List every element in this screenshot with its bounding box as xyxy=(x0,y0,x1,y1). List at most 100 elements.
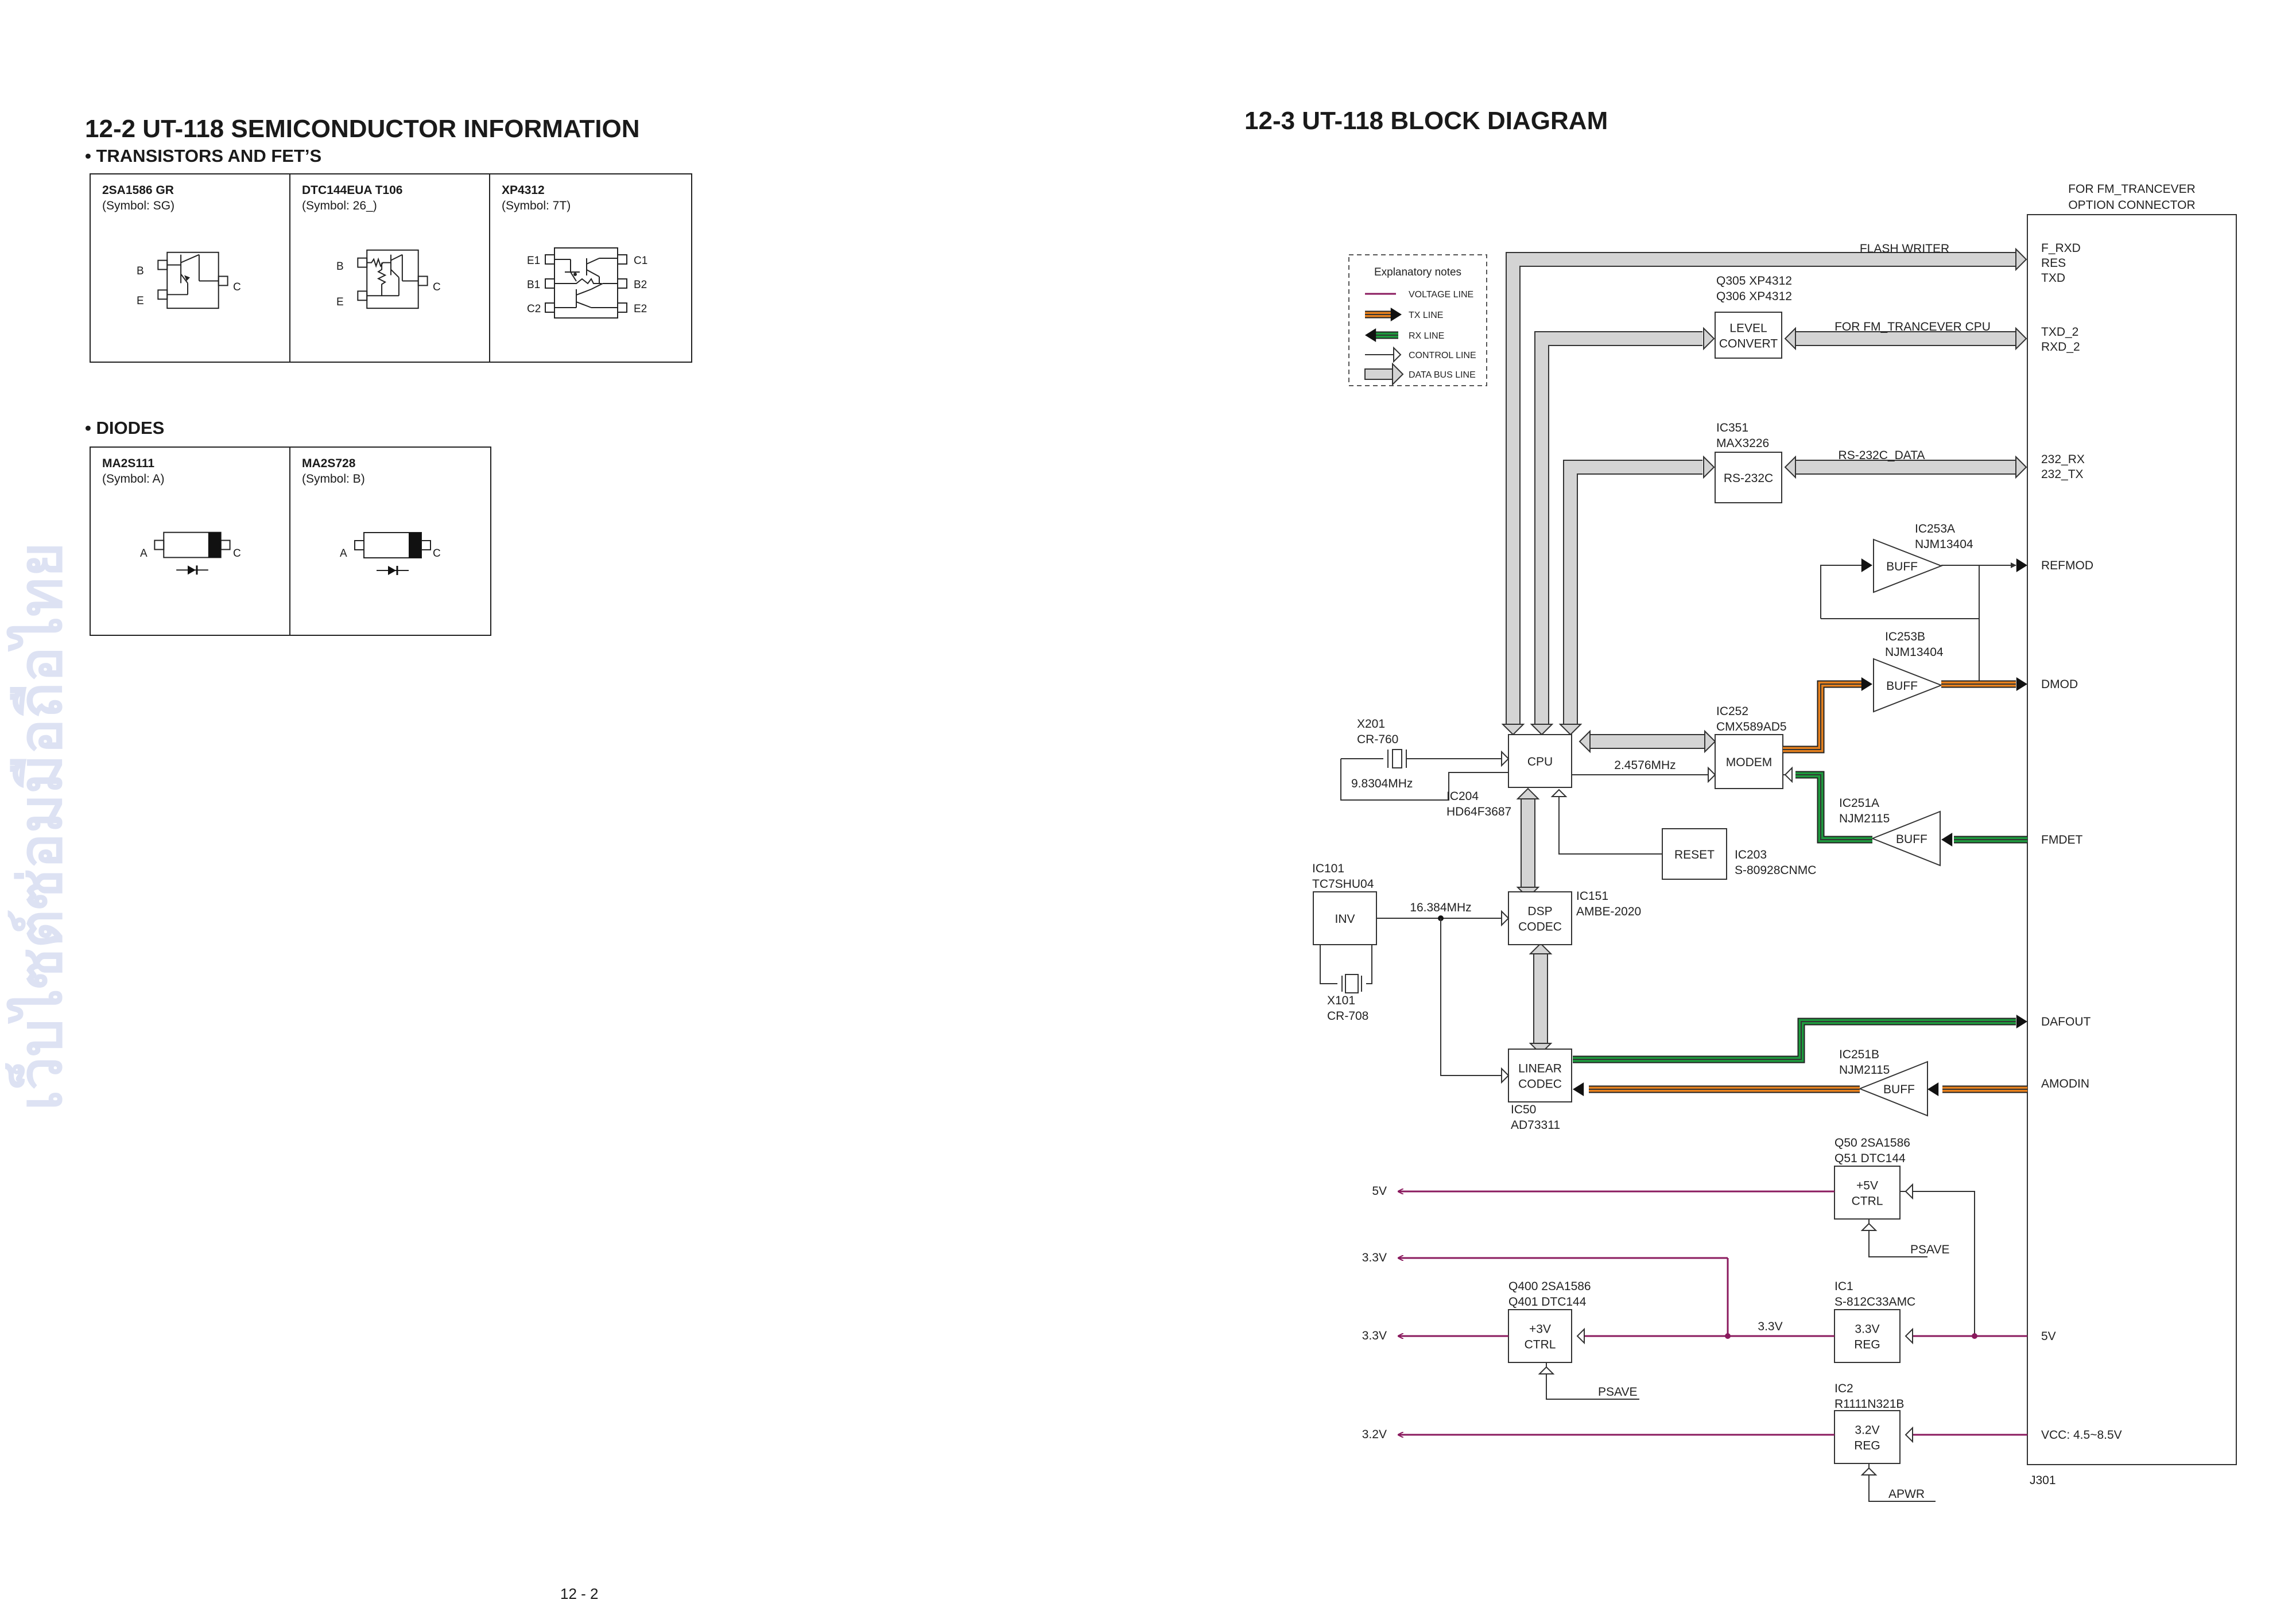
reg32-block-label: 3.2V xyxy=(1855,1424,1879,1437)
x101-ref: X101 xyxy=(1327,994,1355,1007)
cpu-dsp-bus-head-u xyxy=(1516,787,1540,799)
transistor-cell: DTC144EUA T106 (Symbol: 26_) B E C xyxy=(290,174,490,362)
reg33-ref: IC1 xyxy=(1835,1280,1853,1293)
buff-251a-label: BUFF xyxy=(1896,833,1927,846)
pin-c-label: C xyxy=(433,281,441,293)
connector-pin-label: RES xyxy=(2041,257,2066,270)
buff-251a-in-arrow xyxy=(1941,833,1953,847)
part-symbol: (Symbol: 26_) xyxy=(302,199,377,212)
connector-pin-label: RXD_2 xyxy=(2041,340,2080,354)
rail-33v-top-label: 3.3V xyxy=(1362,1251,1387,1264)
modem-block xyxy=(1715,734,1783,789)
part-name: MA2S111 xyxy=(102,457,155,470)
linear-ref: AD73311 xyxy=(1511,1119,1560,1132)
part-symbol: (Symbol: A) xyxy=(102,472,165,486)
pin-b1-label: B1 xyxy=(527,279,541,291)
part-name: XP4312 xyxy=(502,184,545,197)
diode-symbol xyxy=(354,532,431,575)
refmod-arrow xyxy=(2016,558,2027,572)
modem-clk-label: 2.4576MHz xyxy=(1614,759,1676,772)
rail-33v-mid-label: 3.3V xyxy=(1758,1320,1782,1333)
cpu-block-label: CPU xyxy=(1527,755,1553,768)
cpu-modem-bus-head-r xyxy=(1704,729,1716,754)
ctrl3-ref: Q401 DTC144 xyxy=(1508,1295,1587,1309)
pin-e2-label: E2 xyxy=(634,303,647,315)
linear-clk-arrow xyxy=(1501,1067,1510,1084)
fm-cpu-label: FOR FM_TRANCEVER CPU xyxy=(1835,320,1991,333)
x201-ref: X201 xyxy=(1357,717,1385,731)
cpu-ref: HD64F3687 xyxy=(1446,805,1511,818)
rs232c-block-label: RS-232C xyxy=(1724,472,1773,485)
connector-pin-label: TXD xyxy=(2041,271,2065,285)
level-convert-ref: Q305 XP4312 xyxy=(1716,274,1792,288)
page-number: 12 - 2 xyxy=(560,1585,599,1602)
rail-33v-junction xyxy=(1725,1333,1731,1339)
level-convert-block-label: LEVEL xyxy=(1729,322,1767,335)
linear-tx-arrow xyxy=(1573,1082,1584,1096)
connector-header: OPTION CONNECTOR xyxy=(2068,199,2195,212)
modem-rx-line-core xyxy=(1795,774,1872,840)
reg32-ref: R1111N321B xyxy=(1835,1397,1904,1411)
apwr-line xyxy=(1868,1463,1936,1502)
dsp-ref: IC151 xyxy=(1576,890,1608,903)
buff-251a xyxy=(1871,810,1941,867)
apwr-label: APWR xyxy=(1888,1488,1925,1501)
reg32-ref: IC2 xyxy=(1835,1382,1853,1395)
buff-251b-ref: IC251B xyxy=(1839,1048,1879,1061)
ctrl3-in-arrow xyxy=(1576,1327,1585,1345)
pnp-transistor-symbol xyxy=(157,251,228,309)
buff-251a-ref: NJM2115 xyxy=(1839,812,1890,825)
pin-a-label: A xyxy=(340,548,347,560)
inv-ref: IC101 xyxy=(1312,862,1344,875)
part-symbol: (Symbol: B) xyxy=(302,472,365,486)
level-convert-block xyxy=(1715,312,1782,359)
pin-e1-label: E1 xyxy=(527,255,541,267)
buff-a-ref: NJM13404 xyxy=(1915,538,1973,551)
psave-3v-arrow xyxy=(1538,1366,1555,1374)
dafout-rx-line-core xyxy=(1573,1021,2016,1060)
level-convert-bus xyxy=(1535,332,1702,728)
modem-ref: IC252 xyxy=(1716,705,1748,718)
flash-writer-bus-head xyxy=(2015,247,2027,271)
reg33-block xyxy=(1834,1309,1901,1363)
buff-a-in-arrow xyxy=(1861,558,1872,572)
rs232c-block xyxy=(1715,452,1782,503)
dsp-block-label: CODEC xyxy=(1518,921,1562,934)
rs232-data-bus-head-l xyxy=(1784,455,1796,479)
rs232-data-bus-head-r xyxy=(2015,455,2027,479)
fm-cpu-bus-head-l xyxy=(1784,327,1796,351)
connector-pin-label: 5V xyxy=(2041,1330,2056,1343)
buff-251b xyxy=(1858,1061,1928,1117)
cpu-ref: IC204 xyxy=(1446,790,1479,803)
dsp-linear-bus-head-u xyxy=(1529,942,1553,954)
rs232c-ref: MAX3226 xyxy=(1716,437,1769,450)
transistor-table: 2SA1586 GR (Symbol: SG) B E C DTC144EUA … xyxy=(90,173,692,363)
legend-tx-arrow xyxy=(1390,308,1402,321)
legend-item-label: CONTROL LINE xyxy=(1409,351,1476,360)
linear-ref: IC50 xyxy=(1511,1103,1536,1116)
diode-table: MA2S111 (Symbol: A) A C MA2S728 (Symbol:… xyxy=(90,446,491,636)
dmod-arrow xyxy=(2016,677,2027,691)
connector-pin-label: DAFOUT xyxy=(2041,1015,2091,1028)
part-symbol: (Symbol: 7T) xyxy=(502,199,571,212)
buff-b-in-arrow xyxy=(1861,677,1872,691)
legend-box xyxy=(1348,254,1487,386)
ctrl3-block xyxy=(1508,1309,1572,1363)
pin-c2-label: C2 xyxy=(527,303,541,315)
reset-ref: S-80928CNMC xyxy=(1735,864,1816,877)
part-symbol: (Symbol: SG) xyxy=(102,199,175,212)
linear-block-label: LINEAR xyxy=(1518,1062,1562,1075)
legend-bus-line xyxy=(1364,368,1394,380)
pin-c1-label: C1 xyxy=(634,255,648,267)
connector-pin-label: DMOD xyxy=(2041,678,2078,691)
buff-b-label: BUFF xyxy=(1886,680,1918,693)
dafout-arrow xyxy=(2016,1015,2027,1028)
rs232-bus-outline xyxy=(1563,460,1702,728)
psave-3v-line xyxy=(1546,1362,1639,1400)
connector-ref: J301 xyxy=(2030,1474,2056,1487)
ctrl5-block-label: +5V xyxy=(1856,1179,1878,1193)
buff-b xyxy=(1873,658,1943,713)
cpu-block xyxy=(1508,734,1572,788)
ctrl3-block-label: +3V xyxy=(1529,1323,1551,1336)
